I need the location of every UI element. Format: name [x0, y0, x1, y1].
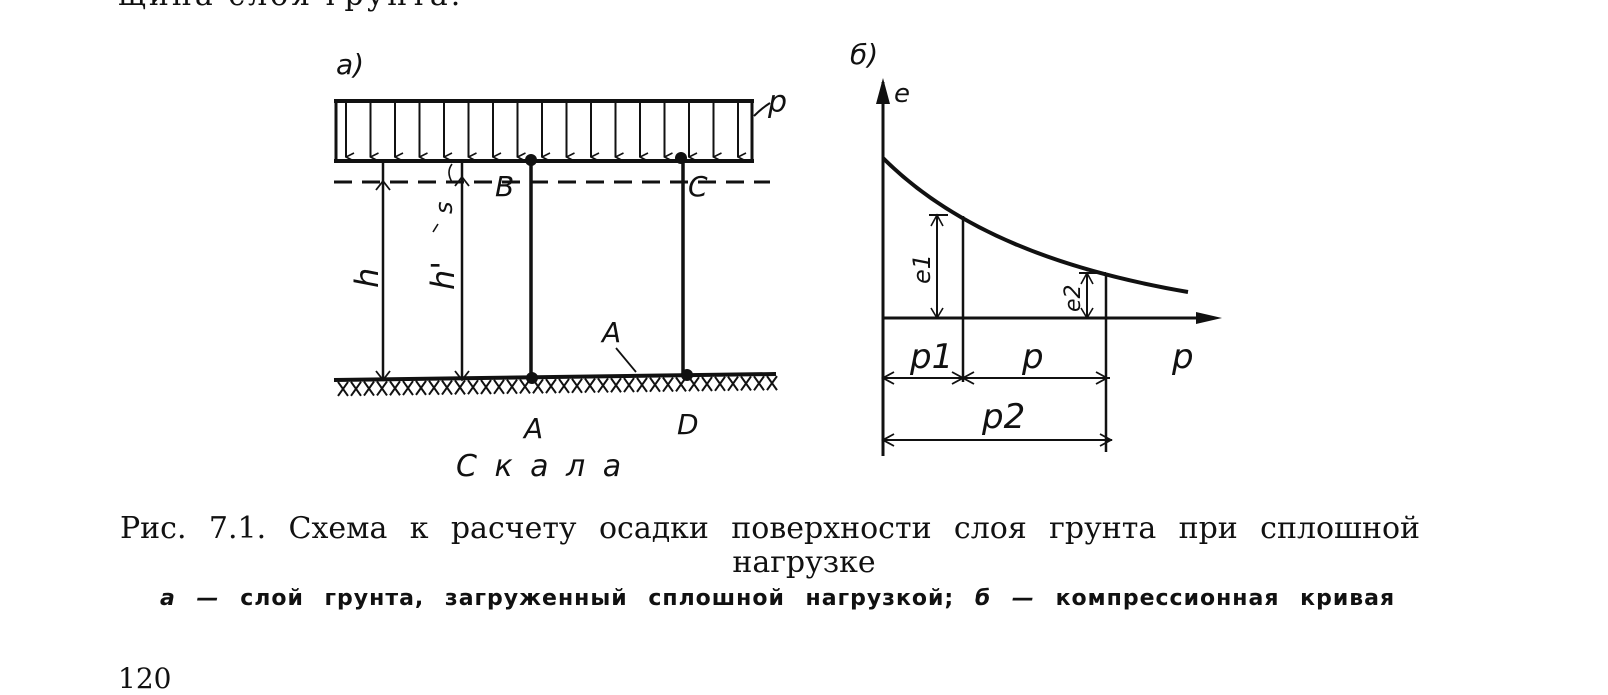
y-axis-arrow — [876, 78, 890, 104]
load-label-leader — [753, 102, 771, 117]
e1-arrows — [930, 213, 944, 320]
figure-b-panel-label: б) — [850, 38, 878, 71]
bedrock-line — [333, 372, 777, 382]
p2-label: p2 — [981, 397, 1025, 437]
hatch-mark — [428, 380, 440, 396]
figure-a: а) p h h' s B C — [333, 48, 787, 484]
compression-curve — [881, 156, 1189, 294]
e2-label-text: e2 — [1061, 284, 1086, 312]
caption-sub-a-key: а — — [160, 586, 220, 611]
e1-label-text: e1 — [908, 254, 936, 284]
hatch-mark — [740, 375, 752, 392]
bedrock-label: С к а л а — [456, 449, 625, 484]
hatch-mark — [493, 379, 505, 395]
hatch-mark — [480, 379, 492, 395]
point-C-label: C — [688, 170, 708, 203]
hatch-mark — [636, 377, 648, 393]
hatch-mark — [584, 378, 596, 394]
hatch-mark — [376, 380, 388, 396]
hatch-mark — [662, 376, 674, 393]
point-D-dot — [681, 369, 693, 381]
hatch-mark — [454, 379, 466, 395]
point-B-label: B — [495, 170, 514, 203]
distributed-load — [334, 99, 754, 163]
x-axis-label: p — [1171, 337, 1194, 377]
caption-sub-b-key: б — — [974, 586, 1035, 611]
p1-label: p1 — [909, 337, 953, 377]
point-A-dot — [526, 372, 538, 384]
hatch-mark — [623, 377, 635, 393]
hatch-mark — [701, 376, 713, 392]
hatch-mark — [766, 375, 778, 391]
hatch-mark — [441, 379, 453, 396]
figure-b: б) e p e1 e2 p1 p p2 — [850, 38, 1222, 456]
point-B-dot — [525, 154, 537, 166]
hatch-mark — [753, 375, 765, 391]
point-C-dot — [675, 152, 687, 164]
height-h-prime-label: h' — [424, 261, 462, 290]
load-arrows — [345, 103, 738, 157]
hatch-mark — [337, 381, 349, 397]
p1-p-arrows — [881, 371, 1109, 385]
point-D-label: D — [677, 408, 699, 441]
hatch-mark — [545, 378, 557, 394]
point-A-label: A — [522, 412, 543, 445]
figure: а) p h h' s B C — [333, 38, 1222, 484]
hatch-mark — [649, 377, 661, 393]
e2-arrows — [1080, 271, 1094, 320]
caption-subtitle: а — слой грунта, загруженный сплошной на… — [160, 586, 1395, 611]
settlement-leader — [432, 223, 439, 233]
p-increment-label: p — [1021, 337, 1044, 377]
hatch-mark — [727, 376, 739, 392]
hatch-mark — [597, 377, 609, 393]
hatch-mark — [571, 378, 583, 394]
hatch-mark — [389, 380, 401, 396]
settlement-mark — [448, 163, 453, 183]
figure-a-panel-label: а) — [336, 48, 364, 81]
h-dimension-arrows — [375, 179, 391, 382]
hatch-mark — [350, 381, 362, 397]
x-axis-arrow — [1196, 312, 1222, 324]
h-prime-dimension-arrows — [454, 175, 470, 382]
bedrock-line-label: A — [600, 316, 621, 349]
hatch-mark — [402, 380, 414, 396]
caption-title-line1: Рис. 7.1. Схема к расчету осадки поверхн… — [120, 511, 1420, 546]
hatch-mark — [714, 376, 726, 392]
load-label: p — [767, 85, 787, 120]
e2-label: e2 — [1061, 284, 1086, 312]
e1-label: e1 — [908, 254, 936, 284]
top-text-fragment: щина слоя грунта. — [118, 0, 463, 13]
caption-title-line2: нагрузке — [732, 545, 876, 580]
p2-arrows — [881, 433, 1113, 447]
hatch-mark — [558, 378, 570, 394]
hatch-mark — [363, 381, 375, 397]
y-axis-label: e — [894, 79, 910, 109]
bedrock-hatching — [337, 375, 778, 397]
settlement-s-label: s — [430, 201, 458, 214]
bedrock-line-leader — [615, 347, 637, 373]
caption-sub-b-text: компрессионная кривая — [1055, 586, 1396, 611]
height-h-label: h — [348, 268, 386, 288]
hatch-mark — [415, 380, 427, 396]
page-number: 120 — [118, 662, 172, 695]
hatch-mark — [610, 377, 622, 393]
caption-sub-a-text: слой грунта, загруженный сплошной нагруз… — [240, 586, 955, 611]
hatch-mark — [506, 379, 518, 395]
hatch-mark — [467, 379, 479, 395]
